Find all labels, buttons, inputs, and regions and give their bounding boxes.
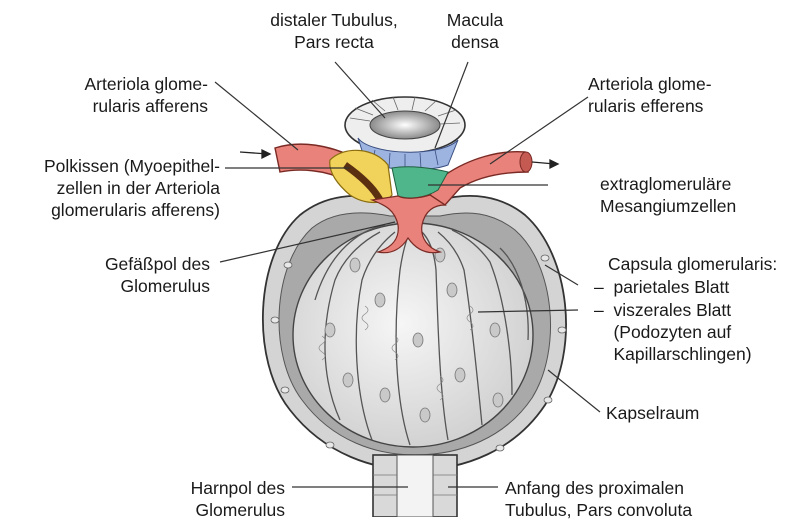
label-capsular-space: Kapselraum <box>606 402 726 424</box>
label-capsule-parietal: – parietales Blatt <box>594 276 779 298</box>
label-afferent-arteriole: Arteriola glome- rularis afferens <box>60 73 208 117</box>
leader-efferent <box>490 97 588 164</box>
label-urinary-pole: Harnpol des Glomerulus <box>160 477 285 521</box>
label-capsule-visceral: – viszerales Blatt (Podozyten auf Kapill… <box>594 299 794 365</box>
label-polkissen: Polkissen (Myoepithel- zellen in der Art… <box>8 155 220 221</box>
efferent-lumen <box>520 152 532 172</box>
label-proximal-tubule: Anfang des proximalen Tubulus, Pars conv… <box>505 477 745 521</box>
label-vascular-pole: Gefäßpol des Glomerulus <box>60 253 210 297</box>
leader-afferent <box>215 82 298 150</box>
proximal-tubule <box>373 455 457 517</box>
label-capsule-title: Capsula glomerularis: <box>608 253 793 275</box>
leader-capsular-space <box>548 370 600 412</box>
capillary-tuft <box>293 223 533 447</box>
label-macula-densa: Macula densa <box>445 9 505 53</box>
label-distal-tubule: distaler Tubulus, Pars recta <box>268 9 400 53</box>
label-mesangium: extraglomeruläre Mesangiumzellen <box>600 173 770 217</box>
label-efferent-arteriole: Arteriola glome- rularis efferens <box>588 73 748 117</box>
